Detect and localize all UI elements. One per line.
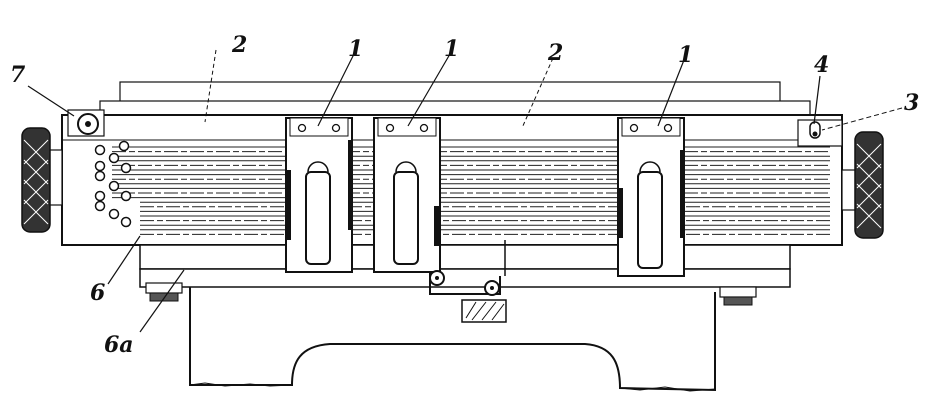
bolt-circle	[108, 208, 120, 220]
base-stand	[189, 286, 716, 392]
label-6a: 6a	[104, 332, 134, 358]
top-back-plate	[99, 81, 811, 116]
bolt-circle	[120, 190, 132, 202]
main-plate	[61, 114, 843, 246]
label-6: 6	[90, 280, 105, 306]
label-1-center: 1	[444, 36, 459, 62]
bolt-circle	[94, 170, 106, 182]
label-4: 4	[814, 52, 829, 78]
clamp-1-left	[285, 117, 353, 273]
bolt-circle	[118, 140, 130, 152]
label-1-right: 1	[678, 42, 693, 68]
bolt-circles	[94, 140, 132, 228]
leader-lines	[27, 49, 903, 333]
bolt-circle	[94, 190, 106, 202]
wires	[112, 146, 830, 235]
bolt-circle	[120, 162, 132, 174]
left-knob	[21, 127, 63, 233]
clamp-1-right	[617, 117, 685, 277]
bolt-circle	[94, 160, 106, 172]
bottom-block	[461, 299, 507, 323]
label-7: 7	[10, 62, 26, 88]
label-3: 3	[904, 90, 919, 116]
bolt-circle	[94, 200, 106, 212]
feet	[145, 282, 757, 306]
lever-linkage	[429, 240, 506, 296]
clamp-1-center	[373, 117, 441, 273]
label-2-right: 2	[547, 40, 563, 66]
lower-plate-6	[139, 244, 791, 288]
right-knob	[841, 131, 884, 239]
bolt-circle	[108, 152, 120, 164]
label-1-left: 1	[348, 36, 363, 62]
label-2-left: 2	[231, 32, 247, 58]
bolt-circle	[94, 144, 106, 156]
bolt-circle	[120, 216, 132, 228]
reference-labels: 7 2 1 1 2 1 4 3 6 6a	[10, 32, 919, 358]
slot-pin-3-4	[797, 119, 843, 147]
screw-7	[67, 109, 105, 137]
bolt-circle	[108, 180, 120, 192]
